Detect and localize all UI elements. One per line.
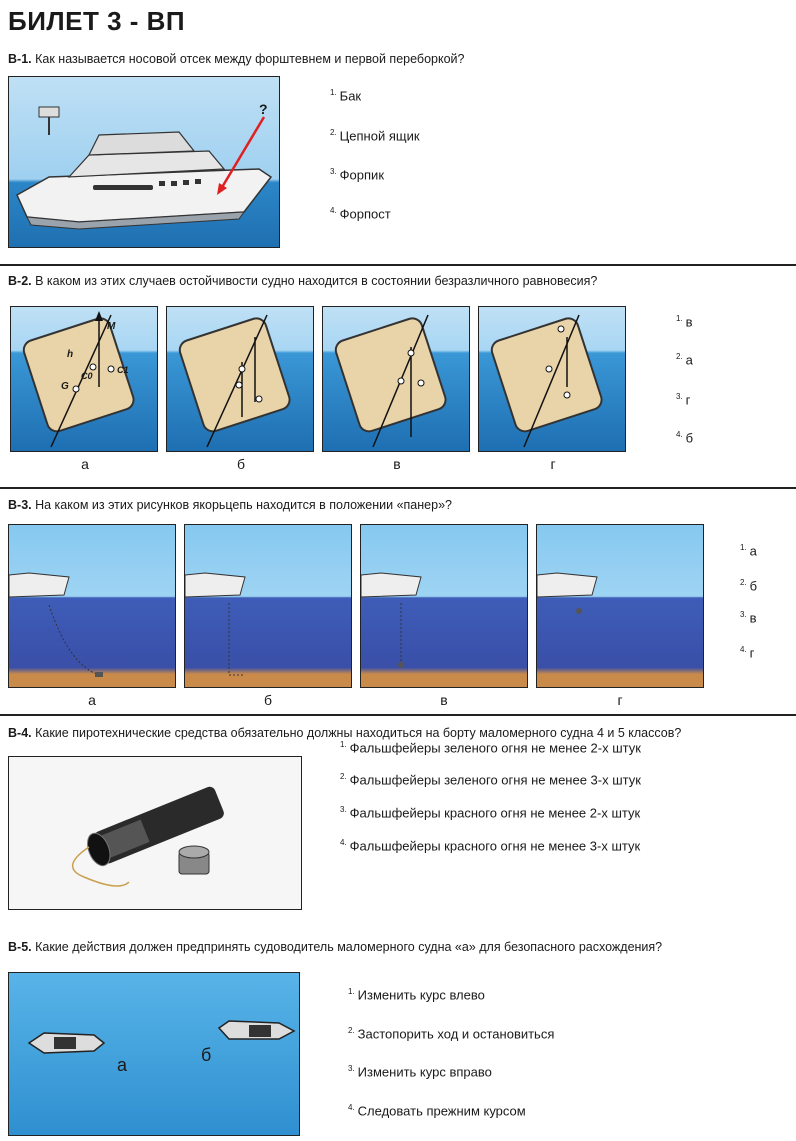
question-4-number: В-4. [8, 726, 32, 740]
stability-panel-a: M h G C0 C1 [10, 306, 158, 452]
anchor-label-a: а [88, 692, 96, 708]
q2-answer-1[interactable]: 1.в [676, 314, 693, 330]
q1-answer-3[interactable]: 3.Форпик [330, 167, 385, 183]
question-1-image: ? [8, 76, 280, 248]
question-3-text: На каком из этих рисунков якорьцепь нахо… [35, 498, 452, 512]
question-1: В-1. Как называется носовой отсек между … [8, 52, 464, 66]
q5-answer-1[interactable]: 1.Изменить курс влево [348, 987, 485, 1003]
boat-a-label: а [117, 1055, 128, 1075]
question-1-text: Как называется носовой отсек между форшт… [35, 52, 465, 66]
q4-answer-2[interactable]: 2.Фальшфейеры зеленого огня не менее 3-х… [340, 772, 641, 788]
separator [0, 487, 796, 489]
point-g-label: G [61, 381, 69, 392]
q5-answer-4[interactable]: 4.Следовать прежним курсом [348, 1103, 526, 1119]
question-4-text: Какие пиротехнические средства обязатель… [35, 726, 682, 740]
q1-answer-2[interactable]: 2.Цепной ящик [330, 128, 420, 144]
panel-label-c: в [393, 456, 401, 472]
anchor-label-d: г [617, 692, 623, 708]
question-5: В-5. Какие действия должен предпринять с… [8, 940, 662, 954]
q5-answer-3[interactable]: 3.Изменить курс вправо [348, 1064, 492, 1080]
question-4: В-4. Какие пиротехнические средства обяз… [8, 726, 681, 740]
q4-answer-4[interactable]: 4.Фальшфейеры красного огня не менее 3-х… [340, 838, 641, 854]
anchor-label-b: б [263, 692, 273, 708]
q4-answer-3[interactable]: 3.Фальшфейеры красного огня не менее 2-х… [340, 805, 641, 821]
anchor-panel-d [536, 524, 704, 688]
question-2-number: В-2. [8, 274, 32, 288]
anchor-label-c: в [440, 692, 448, 708]
q3-answer-3[interactable]: 3.в [740, 610, 757, 626]
q1-answer-4[interactable]: 4.Форпост [330, 206, 391, 222]
boat-b-label: б [201, 1045, 212, 1065]
ticket-title: БИЛЕТ 3 - ВП [8, 6, 186, 36]
question-2-text: В каком из этих случаев остойчивости суд… [35, 274, 598, 288]
panel-label-d: г [550, 456, 556, 472]
q5-answer-2[interactable]: 2.Застопорить ход и остановиться [348, 1026, 555, 1042]
flare-illustration [72, 786, 224, 887]
question-2: В-2. В каком из этих случаев остойчивост… [8, 274, 597, 288]
q3-answer-4[interactable]: 4.г [740, 645, 755, 661]
question-4-image [8, 756, 302, 910]
panel-label-b: б [236, 456, 246, 472]
question-1-number: В-1. [8, 52, 32, 66]
separator [0, 714, 796, 716]
point-h-label: h [67, 349, 74, 360]
yacht-illustration [16, 106, 273, 230]
stability-panel-d [478, 306, 626, 452]
question-5-text: Какие действия должен предпринять судово… [35, 940, 663, 954]
q3-answer-1[interactable]: 1.а [740, 543, 757, 559]
panel-label-a: а [81, 456, 89, 472]
question-3-number: В-3. [8, 498, 32, 512]
q3-answer-2[interactable]: 2.б [740, 578, 758, 594]
q1-answer-1[interactable]: 1.Бак [330, 88, 362, 104]
stability-panel-b [166, 306, 314, 452]
q4-answer-1[interactable]: 1.Фальшфейеры зеленого огня не менее 2-х… [340, 740, 641, 756]
question-mark: ? [259, 101, 268, 117]
point-c1-label: C1 [117, 365, 129, 375]
question-3: В-3. На каком из этих рисунков якорьцепь… [8, 498, 452, 512]
point-m-label: M [107, 321, 116, 332]
anchor-panel-a [8, 524, 176, 688]
q2-answer-4[interactable]: 4.б [676, 430, 694, 446]
point-c0-label: C0 [81, 371, 93, 381]
anchor-panel-b [184, 524, 352, 688]
question-5-number: В-5. [8, 940, 32, 954]
stability-panel-c [322, 306, 470, 452]
boats-illustration [27, 1020, 296, 1054]
q2-answer-3[interactable]: 3.г [676, 392, 691, 408]
question-5-image: а б [8, 972, 300, 1136]
separator [0, 264, 796, 266]
anchor-panel-c [360, 524, 528, 688]
q2-answer-2[interactable]: 2.а [676, 352, 693, 368]
